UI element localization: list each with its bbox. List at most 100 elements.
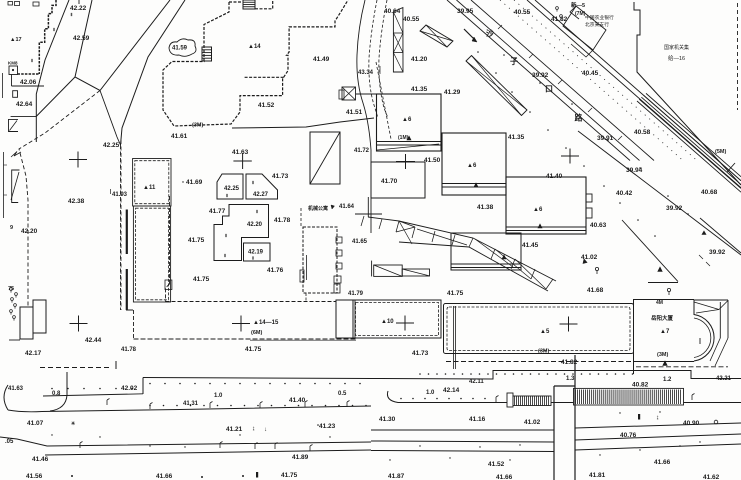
svg-text:▲6: ▲6 — [533, 207, 543, 213]
svg-text:41.65: 41.65 — [352, 239, 368, 245]
svg-text:41.66: 41.66 — [654, 459, 671, 466]
svg-text:42.20: 42.20 — [247, 222, 263, 228]
svg-text:42.06: 42.06 — [20, 79, 37, 86]
svg-text:新—5: 新—5 — [571, 1, 585, 9]
svg-text:给—16: 给—16 — [668, 54, 685, 62]
svg-text:41.93: 41.93 — [112, 192, 128, 198]
svg-text:中国农业银行: 中国农业银行 — [585, 14, 614, 21]
svg-text:41.35: 41.35 — [508, 134, 525, 141]
svg-text:41.75: 41.75 — [281, 472, 298, 479]
svg-text:北京某支行: 北京某支行 — [585, 21, 609, 28]
svg-text:Ⅱ: Ⅱ — [225, 233, 227, 238]
svg-text:40.58: 40.58 — [634, 129, 651, 136]
svg-text:(5M): (5M) — [715, 149, 726, 155]
svg-text:Ⅱ: Ⅱ — [226, 193, 228, 198]
svg-text:41.78: 41.78 — [121, 347, 137, 353]
svg-text:42.27: 42.27 — [253, 192, 269, 198]
svg-text:39.91: 39.91 — [597, 135, 614, 142]
svg-text:1.3: 1.3 — [566, 376, 575, 382]
svg-text:41.72: 41.72 — [354, 148, 370, 154]
svg-text:41.75: 41.75 — [188, 237, 205, 244]
svg-text:41.52: 41.52 — [258, 102, 275, 109]
svg-text:41.75: 41.75 — [447, 290, 464, 297]
svg-text:42.44: 42.44 — [85, 337, 102, 344]
svg-text:41.73: 41.73 — [272, 173, 289, 180]
svg-text:(1M): (1M) — [398, 135, 409, 141]
svg-text:41.52: 41.52 — [488, 461, 505, 468]
svg-text:41.51: 41.51 — [346, 109, 363, 116]
svg-text:41.76: 41.76 — [267, 267, 284, 274]
svg-text:1.0: 1.0 — [426, 390, 435, 396]
svg-text:40.76: 40.76 — [620, 432, 637, 439]
svg-text:4M: 4M — [656, 300, 663, 306]
svg-text:41.75: 41.75 — [193, 276, 210, 283]
svg-text:41.49: 41.49 — [313, 56, 330, 63]
svg-text:42.02: 42.02 — [121, 385, 138, 392]
svg-text:0.5: 0.5 — [338, 391, 347, 397]
svg-text:41.66: 41.66 — [156, 473, 173, 480]
svg-text:43.34: 43.34 — [358, 70, 374, 76]
svg-text:国家机关集: 国家机关集 — [664, 44, 689, 51]
svg-text:40.82: 40.82 — [632, 382, 649, 389]
svg-text:39.92: 39.92 — [532, 72, 549, 79]
svg-text:42.64: 42.64 — [16, 101, 33, 108]
svg-text:路: 路 — [575, 113, 584, 123]
svg-text:Ⅱ: Ⅱ — [53, 27, 55, 32]
svg-text:▲6: ▲6 — [402, 117, 412, 123]
svg-text:▲10: ▲10 — [381, 319, 394, 325]
svg-text:▲14: ▲14 — [248, 44, 261, 50]
svg-text:41.70: 41.70 — [381, 178, 398, 185]
svg-text:41.64: 41.64 — [339, 204, 355, 210]
svg-text:41.77: 41.77 — [209, 208, 226, 215]
svg-text:41.82: 41.82 — [551, 16, 568, 23]
svg-text:41.07: 41.07 — [27, 420, 44, 427]
svg-text:Ⅱ: Ⅱ — [31, 58, 33, 63]
svg-text:(6M): (6M) — [251, 330, 262, 336]
svg-text:42.21: 42.21 — [716, 376, 732, 382]
svg-text:沙: 沙 — [486, 29, 494, 38]
svg-text:42.25: 42.25 — [224, 186, 240, 192]
svg-text:41.50: 41.50 — [424, 157, 441, 164]
svg-text:岳阳大厦: 岳阳大厦 — [651, 314, 674, 322]
svg-text:42.14: 42.14 — [443, 387, 460, 394]
svg-text:75: 75 — [8, 286, 14, 292]
svg-text:Ⅱ: Ⅱ — [71, 12, 73, 17]
svg-text:40.55: 40.55 — [403, 16, 420, 23]
svg-text:39.92: 39.92 — [709, 249, 726, 256]
svg-text:41.45: 41.45 — [522, 242, 539, 249]
svg-text:↓: ↓ — [264, 427, 267, 433]
svg-text:41.38: 41.38 — [477, 204, 494, 211]
svg-text:42.59: 42.59 — [73, 35, 90, 42]
svg-text:41.30: 41.30 — [379, 416, 396, 423]
svg-text:41.69: 41.69 — [186, 179, 203, 186]
svg-text:▲11: ▲11 — [143, 185, 156, 191]
svg-text:(7M): (7M) — [575, 11, 586, 17]
svg-text:42.22: 42.22 — [70, 5, 87, 12]
svg-text:41.35: 41.35 — [411, 86, 428, 93]
svg-text:41.56: 41.56 — [26, 473, 43, 480]
svg-text:41.89: 41.89 — [292, 454, 309, 461]
svg-text:▲17: ▲17 — [10, 37, 22, 43]
svg-text:▲14—15: ▲14—15 — [253, 320, 279, 326]
svg-text:口: 口 — [545, 85, 553, 94]
svg-text:41.29: 41.29 — [444, 89, 461, 96]
svg-text:40.90: 40.90 — [683, 420, 700, 427]
svg-text:40.68: 40.68 — [701, 189, 718, 196]
svg-text:41.63: 41.63 — [8, 386, 24, 392]
svg-text:41.63: 41.63 — [232, 149, 249, 156]
svg-text:39.95: 39.95 — [457, 8, 474, 15]
svg-text:42.11: 42.11 — [469, 379, 484, 385]
svg-text:42.19: 42.19 — [248, 250, 264, 256]
svg-text:41.73: 41.73 — [412, 350, 429, 357]
svg-text:41.31: 41.31 — [183, 401, 199, 407]
svg-text:41.16: 41.16 — [469, 416, 486, 423]
svg-text:KM8: KM8 — [8, 61, 18, 66]
svg-text:(3M): (3M) — [657, 352, 668, 358]
svg-text:41.87: 41.87 — [388, 473, 405, 480]
svg-text:41.79: 41.79 — [348, 291, 364, 297]
svg-text:1.0: 1.0 — [214, 393, 223, 399]
svg-text:41.66: 41.66 — [496, 474, 513, 480]
svg-text:▲5: ▲5 — [540, 329, 550, 335]
svg-text:9: 9 — [10, 225, 13, 231]
svg-text:41.02: 41.02 — [581, 254, 598, 261]
